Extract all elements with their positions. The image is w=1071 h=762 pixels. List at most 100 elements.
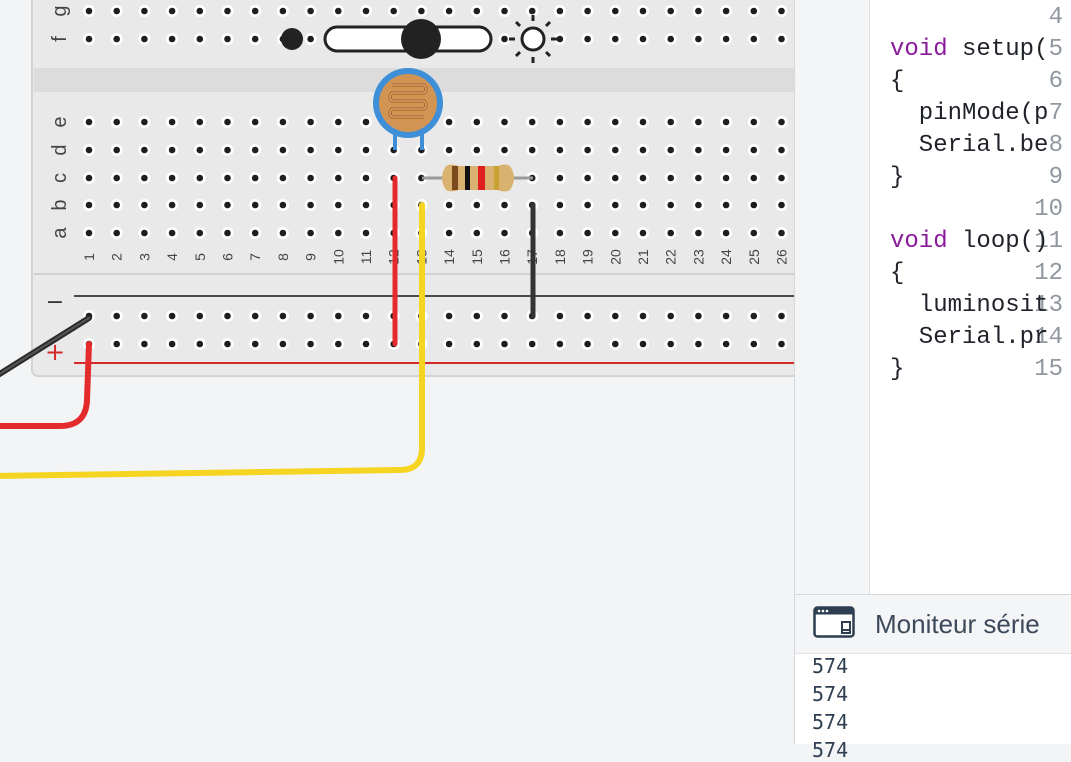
rail-hole[interactable] — [720, 310, 733, 322]
breadboard-hole[interactable] — [110, 116, 123, 128]
breadboard-hole[interactable] — [553, 144, 566, 156]
rail-hole[interactable] — [221, 338, 234, 350]
breadboard-hole[interactable] — [110, 144, 123, 156]
code-line[interactable]: 13 luminosit — [795, 290, 1071, 322]
breadboard-hole[interactable] — [249, 33, 262, 45]
breadboard-hole[interactable] — [609, 144, 622, 156]
rail-hole[interactable] — [276, 338, 289, 350]
breadboard-hole[interactable] — [110, 33, 123, 45]
rail-hole[interactable] — [443, 338, 456, 350]
breadboard-hole[interactable] — [166, 144, 179, 156]
breadboard-hole[interactable] — [498, 227, 511, 239]
breadboard-hole[interactable] — [609, 172, 622, 184]
rail-hole[interactable] — [138, 338, 151, 350]
breadboard-hole[interactable] — [276, 144, 289, 156]
breadboard-hole[interactable] — [249, 5, 262, 17]
breadboard-hole[interactable] — [332, 144, 345, 156]
breadboard-hole[interactable] — [581, 144, 594, 156]
breadboard-hole[interactable] — [83, 116, 95, 128]
breadboard-hole[interactable] — [166, 227, 179, 239]
breadboard-hole[interactable] — [581, 116, 594, 128]
breadboard-hole[interactable] — [276, 199, 289, 211]
rail-hole[interactable] — [720, 338, 733, 350]
breadboard-hole[interactable] — [387, 5, 400, 17]
breadboard-hole[interactable] — [775, 5, 788, 17]
breadboard-hole[interactable] — [526, 144, 539, 156]
breadboard-hole[interactable] — [443, 116, 456, 128]
breadboard-hole[interactable] — [138, 33, 151, 45]
breadboard-hole[interactable] — [221, 199, 234, 211]
breadboard-hole[interactable] — [332, 227, 345, 239]
breadboard-hole[interactable] — [637, 199, 649, 211]
rail-hole[interactable] — [775, 310, 788, 322]
rail-hole[interactable] — [110, 310, 123, 322]
rail-hole[interactable] — [360, 310, 372, 322]
rail-hole[interactable] — [775, 338, 788, 350]
breadboard-hole[interactable] — [221, 144, 234, 156]
rail-hole[interactable] — [276, 310, 289, 322]
breadboard-hole[interactable] — [498, 5, 511, 17]
breadboard-hole[interactable] — [609, 116, 622, 128]
breadboard-hole[interactable] — [83, 33, 95, 45]
breadboard-hole[interactable] — [664, 33, 677, 45]
rail-hole[interactable] — [166, 338, 179, 350]
breadboard-hole[interactable] — [692, 5, 705, 17]
rail-hole[interactable] — [498, 338, 511, 350]
breadboard-hole[interactable] — [276, 116, 289, 128]
code-line[interactable]: 12{ — [795, 258, 1071, 290]
breadboard-hole[interactable] — [747, 33, 760, 45]
breadboard-hole[interactable] — [775, 227, 788, 239]
breadboard-hole[interactable] — [166, 172, 179, 184]
breadboard-hole[interactable] — [775, 144, 788, 156]
breadboard-hole[interactable] — [221, 227, 234, 239]
breadboard-hole[interactable] — [83, 227, 95, 239]
breadboard-hole[interactable] — [720, 144, 733, 156]
resistor[interactable] — [422, 164, 533, 192]
rail-hole[interactable] — [747, 338, 760, 350]
rail-hole[interactable] — [138, 310, 151, 322]
breadboard-hole[interactable] — [415, 172, 428, 184]
breadboard-hole[interactable] — [83, 199, 95, 211]
breadboard-hole[interactable] — [637, 33, 649, 45]
breadboard-hole[interactable] — [720, 172, 733, 184]
breadboard-hole[interactable] — [110, 172, 123, 184]
breadboard-hole[interactable] — [304, 144, 317, 156]
breadboard-hole[interactable] — [498, 116, 511, 128]
breadboard-hole[interactable] — [609, 5, 622, 17]
breadboard-hole[interactable] — [498, 144, 511, 156]
breadboard-hole[interactable] — [581, 33, 594, 45]
breadboard-hole[interactable] — [720, 5, 733, 17]
breadboard-hole[interactable] — [221, 116, 234, 128]
breadboard-hole[interactable] — [692, 199, 705, 211]
rail-hole[interactable] — [470, 310, 483, 322]
breadboard-hole[interactable] — [138, 5, 151, 17]
breadboard-hole[interactable] — [332, 199, 345, 211]
breadboard-hole[interactable] — [470, 5, 483, 17]
rail-hole[interactable] — [609, 310, 622, 322]
breadboard-hole[interactable] — [637, 172, 649, 184]
rail-hole[interactable] — [581, 338, 594, 350]
breadboard-hole[interactable] — [138, 227, 151, 239]
breadboard-hole[interactable] — [553, 5, 566, 17]
code-line[interactable]: 15} — [795, 354, 1071, 386]
rail-hole[interactable] — [249, 338, 262, 350]
breadboard-hole[interactable] — [553, 199, 566, 211]
breadboard-hole[interactable] — [443, 227, 456, 239]
breadboard-hole[interactable] — [193, 172, 206, 184]
breadboard-hole[interactable] — [775, 199, 788, 211]
rail-hole[interactable] — [193, 310, 206, 322]
breadboard-hole[interactable] — [360, 144, 372, 156]
breadboard-hole[interactable] — [110, 227, 123, 239]
rail-hole[interactable] — [637, 338, 649, 350]
breadboard-hole[interactable] — [470, 227, 483, 239]
breadboard-hole[interactable] — [720, 116, 733, 128]
rail-hole[interactable] — [304, 338, 317, 350]
breadboard-hole[interactable] — [332, 5, 345, 17]
serial-monitor-header[interactable]: Moniteur série — [795, 594, 1071, 654]
slider-thumb[interactable] — [401, 19, 441, 59]
breadboard-hole[interactable] — [304, 5, 317, 17]
breadboard-hole[interactable] — [166, 33, 179, 45]
breadboard-hole[interactable] — [720, 227, 733, 239]
